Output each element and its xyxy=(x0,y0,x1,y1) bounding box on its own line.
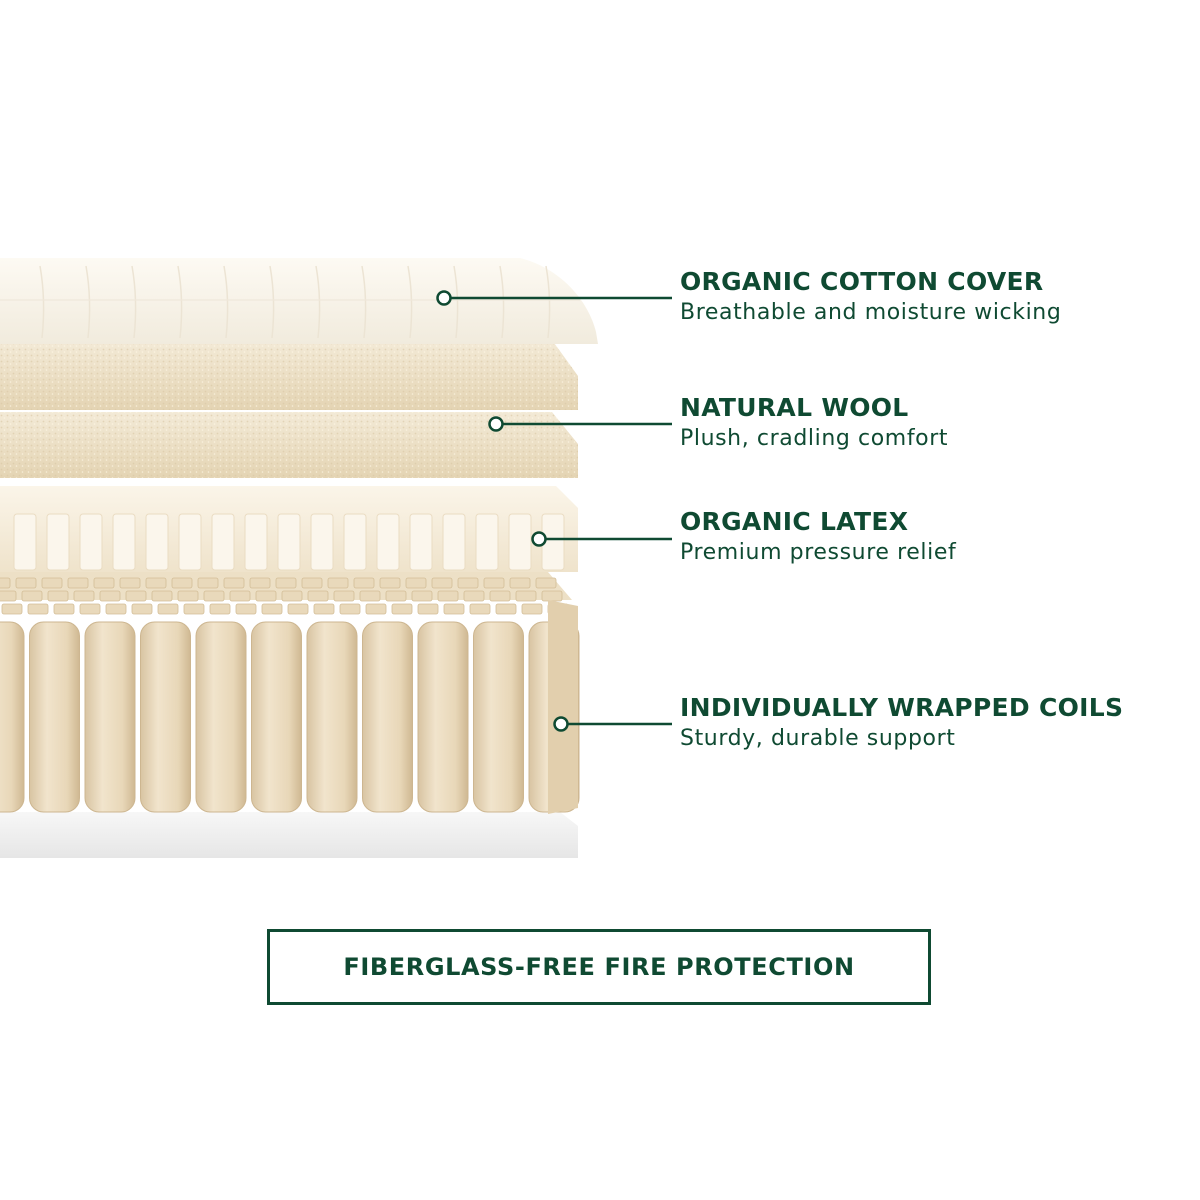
callout-dot-wool xyxy=(488,416,504,432)
latex-ridges xyxy=(13,513,565,571)
callout-dot-latex xyxy=(531,531,547,547)
label-wrapped-coils: INDIVIDUALLY WRAPPED COILS Sturdy, durab… xyxy=(680,692,1123,754)
callouts xyxy=(436,290,672,732)
cotton-cover-layer xyxy=(0,258,598,344)
fire-protection-label: FIBERGLASS-FREE FIRE PROTECTION xyxy=(343,953,855,981)
cover-quilting xyxy=(0,265,580,339)
callout-dot-coils xyxy=(553,716,569,732)
label-subtitle: Plush, cradling comfort xyxy=(680,426,949,451)
label-subtitle: Breathable and moisture wicking xyxy=(680,300,1062,325)
fire-protection-badge: FIBERGLASS-FREE FIRE PROTECTION xyxy=(267,929,931,1005)
label-title: NATURAL WOOL xyxy=(680,393,909,422)
label-cotton-cover: ORGANIC COTTON COVER Breathable and mois… xyxy=(680,266,1061,328)
base-layer xyxy=(0,812,578,858)
latex-layer xyxy=(0,486,578,572)
coils-layer xyxy=(0,572,580,814)
label-subtitle: Premium pressure relief xyxy=(680,540,957,565)
wool-layer xyxy=(0,340,578,478)
label-title: ORGANIC LATEX xyxy=(680,507,909,536)
callout-dot-cover xyxy=(436,290,452,306)
coil-front xyxy=(0,621,580,813)
label-natural-wool: NATURAL WOOL Plush, cradling comfort xyxy=(680,392,948,454)
label-title: INDIVIDUALLY WRAPPED COILS xyxy=(680,693,1124,722)
label-organic-latex: ORGANIC LATEX Premium pressure relief xyxy=(680,506,956,568)
label-title: ORGANIC COTTON COVER xyxy=(680,267,1044,296)
coil-tops xyxy=(0,577,569,615)
label-subtitle: Sturdy, durable support xyxy=(680,726,956,751)
